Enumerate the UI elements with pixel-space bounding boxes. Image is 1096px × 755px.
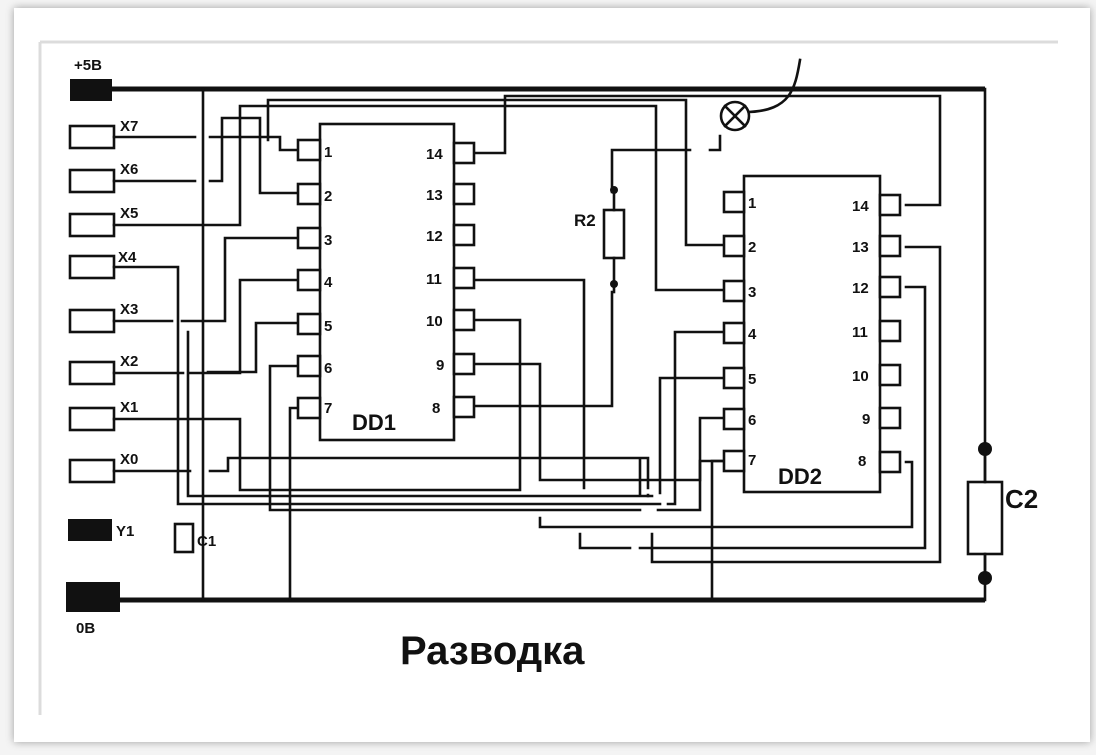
dd2-pin-2: 2 (748, 239, 756, 256)
plus-5v-terminal (70, 79, 112, 101)
dd2-pin-1: 1 (748, 195, 756, 212)
plus-label: +5В (74, 57, 102, 74)
dd2-pin-14: 14 (852, 198, 869, 215)
label-dd1: DD1 (352, 410, 396, 435)
label-c1: C1 (197, 533, 216, 550)
dd2-pin-6: 6 (748, 412, 756, 429)
dd2-pin-3: 3 (748, 284, 756, 301)
capacitor-c2 (966, 480, 1004, 556)
dd1-right-pins (452, 141, 476, 419)
label-x4: X4 (118, 249, 137, 266)
dd1-pin-4: 4 (324, 274, 333, 291)
ground-label: 0В (76, 620, 95, 637)
paper-sheet (14, 8, 1090, 742)
resistor-r2 (602, 208, 626, 260)
dd2-pin-9: 9 (862, 411, 870, 428)
dd1-pin-13: 13 (426, 187, 443, 204)
dd1-pin-11: 11 (426, 271, 442, 288)
dd1-pin-3: 3 (324, 232, 332, 249)
dd1-pin-7: 7 (324, 400, 332, 417)
dd1-pin-6: 6 (324, 360, 332, 377)
label-c2: C2 (1005, 484, 1038, 514)
label-x7: X7 (120, 118, 138, 135)
dd2-pin-4: 4 (748, 326, 757, 343)
dd2-pin-7: 7 (748, 452, 756, 469)
label-dd2: DD2 (778, 464, 822, 489)
terminal-x2 (68, 360, 116, 386)
label-x5: X5 (120, 205, 138, 222)
dd2-pin-5: 5 (748, 371, 756, 388)
dd2-right-pins (878, 193, 902, 474)
label-x3: X3 (120, 301, 138, 318)
dd2-pin-11: 11 (852, 324, 868, 341)
terminal-x7 (68, 124, 116, 150)
dd1-pin-9: 9 (436, 357, 444, 374)
dd1-pin-14: 14 (426, 146, 443, 163)
label-y1: Y1 (116, 523, 134, 540)
terminal-x5 (68, 212, 116, 238)
chip-dd2 (742, 174, 882, 494)
label-x1: X1 (120, 399, 138, 416)
terminal-x3 (68, 308, 116, 334)
dd2-pin-8: 8 (858, 453, 866, 470)
dd1-pin-2: 2 (324, 188, 332, 205)
dd1-pin-12: 12 (426, 228, 443, 245)
label-x6: X6 (120, 161, 138, 178)
terminal-y1 (68, 519, 112, 541)
ground-terminal (66, 582, 120, 612)
diagram-title: Разводка (400, 629, 585, 673)
terminal-x0 (68, 458, 116, 484)
terminal-x4 (68, 254, 116, 280)
capacitor-c1 (173, 522, 195, 554)
label-r2: R2 (574, 211, 596, 230)
label-x0: X0 (120, 451, 138, 468)
dd1-pin-5: 5 (324, 318, 332, 335)
terminal-x6 (68, 168, 116, 194)
dd2-left-pins (722, 190, 746, 473)
dd1-pin-8: 8 (432, 400, 440, 417)
dd1-left-pins (296, 138, 322, 420)
dd2-pin-10: 10 (852, 368, 869, 385)
input-terminals (68, 124, 116, 541)
dd1-pin-1: 1 (324, 144, 332, 161)
dd2-pin-13: 13 (852, 239, 869, 256)
dd1-pin-10: 10 (426, 313, 443, 330)
dd2-pin-12: 12 (852, 280, 869, 297)
label-x2: X2 (120, 353, 138, 370)
terminal-x1 (68, 406, 116, 432)
